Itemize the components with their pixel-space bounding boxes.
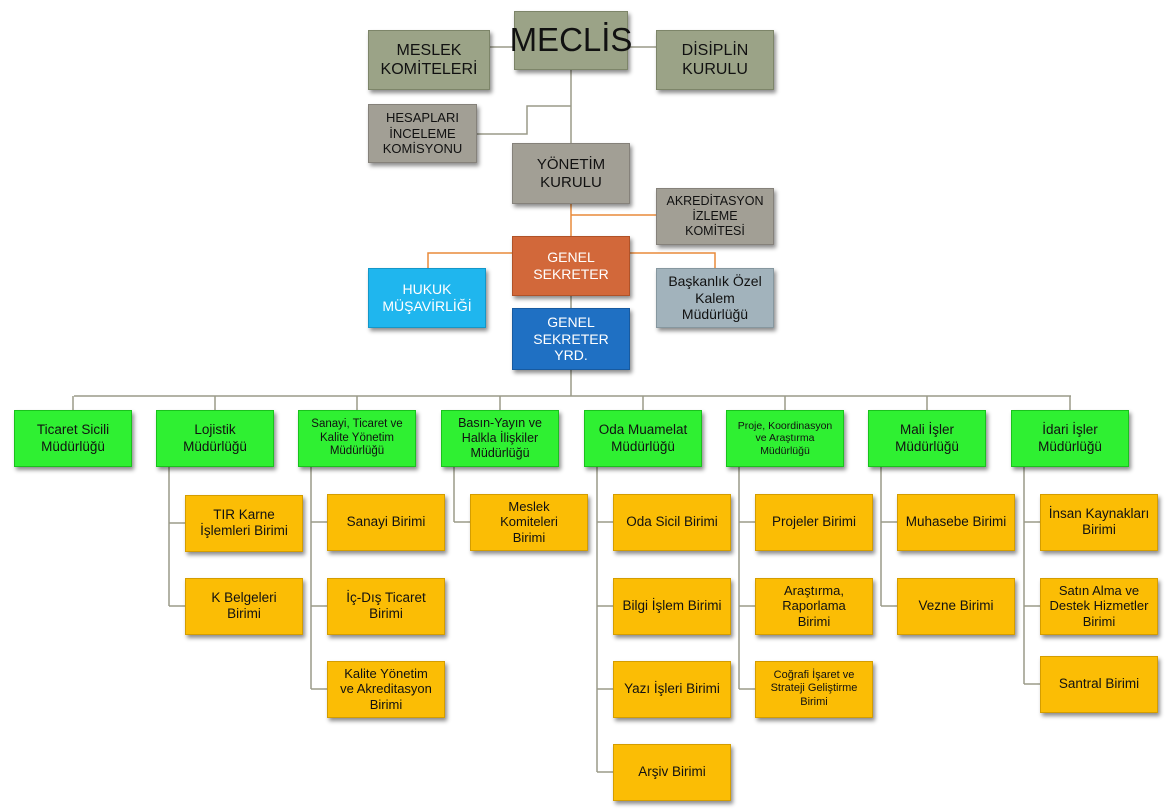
disiplin-kurulu-box: DİSİPLİN KURULU	[656, 30, 774, 90]
unit-box: TIR Karne İşlemleri Birimi	[185, 494, 303, 552]
akreditasyon-komitesi-box: AKREDİTASYON İZLEME KOMİTESİ	[656, 188, 774, 245]
unit-box: Coğrafi İşaret ve Strateji Geliştirme Bi…	[755, 660, 873, 718]
connector-baskanlik	[630, 252, 716, 268]
department-box: Basın-Yayın ve Halkla İlişkiler Müdürlüğ…	[441, 410, 559, 467]
department-box: Oda Muamelat Müdürlüğü	[584, 410, 702, 467]
unit-box: Muhasebe Birimi	[897, 493, 1015, 551]
unit-box: Vezne Birimi	[897, 577, 1015, 635]
department-box: Lojistik Müdürlüğü	[156, 410, 274, 467]
unit-box: Projeler Birimi	[755, 493, 873, 551]
department-box: Proje, Koordinasyon ve Araştırma Müdürlü…	[726, 410, 844, 467]
unit-box: Araştırma, Raporlama Birimi	[755, 577, 873, 635]
department-box: Sanayi, Ticaret ve Kalite Yönetim Müdürl…	[298, 410, 416, 467]
unit-box: Meslek Komiteleri Birimi	[470, 493, 588, 551]
baskanlik-ozel-kalem-box: Başkanlık Özel Kalem Müdürlüğü	[656, 268, 774, 328]
unit-box: Oda Sicil Birimi	[613, 493, 731, 551]
unit-box: Sanayi Birimi	[327, 493, 445, 551]
meclis-box: MECLİS	[510, 11, 632, 70]
department-box: Mali İşler Müdürlüğü	[868, 410, 986, 467]
genel-sekreter-box: GENEL SEKRETER	[512, 236, 630, 296]
department-box: Ticaret Sicili Müdürlüğü	[14, 410, 132, 467]
unit-box: Satın Alma ve Destek Hizmetler Birimi	[1040, 577, 1158, 635]
department-box: İdari İşler Müdürlüğü	[1011, 410, 1129, 467]
unit-box: Santral Birimi	[1040, 655, 1158, 713]
meslek-komiteleri-box: MESLEK KOMİTELERİ	[368, 30, 490, 90]
connector-hesaplari	[477, 105, 571, 135]
unit-box: K Belgeleri Birimi	[185, 577, 303, 635]
unit-box: Kalite Yönetim ve Akreditasyon Birimi	[327, 660, 445, 718]
unit-box: İnsan Kaynakları Birimi	[1040, 493, 1158, 551]
hukuk-musavirligi-box: HUKUK MÜŞAVİRLİĞİ	[368, 268, 486, 328]
hesaplari-inceleme-box: HESAPLARI İNCELEME KOMİSYONU	[368, 104, 477, 163]
yonetim-kurulu-box: YÖNETİM KURULU	[512, 143, 630, 204]
unit-box: Bilgi İşlem Birimi	[613, 577, 731, 635]
unit-box: İç-Dış Ticaret Birimi	[327, 577, 445, 635]
unit-box: Arşiv Birimi	[613, 743, 731, 801]
unit-box: Yazı İşleri Birimi	[613, 660, 731, 718]
genel-sekreter-yrd-box: GENEL SEKRETER YRD.	[512, 308, 630, 370]
connector-hukuk	[427, 252, 512, 268]
